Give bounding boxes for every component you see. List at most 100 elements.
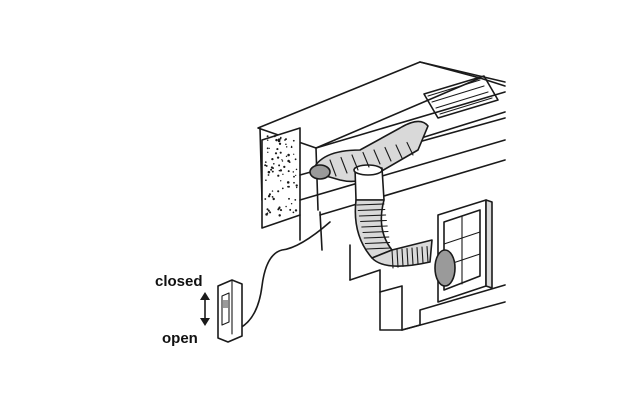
- up-down-arrow-icon: [200, 292, 210, 326]
- speckle-dot: [285, 205, 287, 208]
- speckle-dot: [277, 174, 280, 177]
- hose-rib: [395, 144, 403, 159]
- speckle-dot: [279, 169, 283, 172]
- speckle-dot: [279, 209, 283, 212]
- hose-rib: [416, 246, 419, 265]
- speckle-dot: [295, 174, 297, 177]
- speckle-dot: [271, 190, 274, 192]
- speckle-dot: [271, 170, 274, 173]
- speckle-dot: [276, 156, 280, 159]
- speckle-dot: [294, 199, 297, 201]
- speckle-dot: [264, 161, 267, 163]
- speckle-dot: [281, 187, 284, 190]
- wall-vent-grille[interactable]: [434, 199, 493, 303]
- hose-rib: [363, 236, 390, 239]
- speckle-dot: [290, 203, 293, 205]
- speckle-dot: [285, 143, 287, 145]
- speckle-dot: [264, 164, 267, 167]
- speckle-dot: [268, 147, 270, 149]
- speckle-dot: [268, 193, 271, 196]
- speckle-dot: [295, 168, 298, 171]
- speckle-dot: [267, 170, 271, 174]
- speckle-dot: [269, 211, 272, 214]
- hose-rib: [411, 247, 414, 266]
- hose-rib: [357, 208, 386, 212]
- hose-rib: [384, 146, 392, 162]
- hose-rib: [361, 225, 388, 228]
- speckle-dot: [270, 168, 273, 171]
- label-open: open: [162, 330, 198, 347]
- speckle-dot: [292, 211, 295, 214]
- speckle-dot: [271, 166, 273, 168]
- speckle-dot: [285, 146, 288, 148]
- speckle-dot: [267, 151, 269, 153]
- hose-rib: [366, 247, 391, 250]
- speckle-dot: [295, 184, 298, 187]
- speckle-dot: [287, 159, 290, 163]
- speckle-dot: [276, 148, 279, 151]
- speckle-dot: [288, 197, 290, 200]
- speckle-dot: [265, 164, 268, 167]
- control-cable: [239, 221, 331, 329]
- wall-switch[interactable]: [217, 279, 243, 343]
- flexible-hose: [309, 120, 433, 269]
- speckle-dot: [287, 185, 289, 188]
- speckle-dot: [271, 195, 274, 198]
- speckle-dot: [272, 197, 275, 201]
- speckle-dot: [293, 153, 295, 155]
- speckle-dot: [278, 164, 281, 167]
- speckle-dot: [274, 135, 277, 137]
- hose-rib: [362, 230, 389, 234]
- speckle-dot: [293, 175, 295, 178]
- hose-rib: [364, 241, 391, 245]
- speckle-dot: [295, 186, 298, 189]
- speckle-dot: [286, 181, 290, 184]
- hose-rib: [358, 214, 387, 217]
- speckle-dot: [282, 173, 284, 176]
- hose-rib: [406, 247, 409, 267]
- hose-rib: [356, 203, 385, 206]
- hose-rib: [396, 248, 399, 268]
- speckle-dot: [294, 158, 297, 161]
- hose-rib: [351, 154, 359, 171]
- speckle-dot: [287, 153, 290, 157]
- hose-rib: [426, 245, 429, 263]
- speckle-dot: [266, 135, 269, 138]
- speckle-dot: [294, 209, 298, 212]
- speckle-dot: [287, 170, 290, 173]
- speckle-dot: [283, 165, 286, 169]
- speckle-dot: [274, 152, 278, 155]
- speckle-dot: [292, 171, 295, 173]
- speckle-dot: [277, 190, 280, 193]
- speckle-dot: [272, 167, 274, 170]
- hose-rib: [421, 246, 424, 264]
- hose-rib: [391, 249, 394, 269]
- speckle-dot: [267, 209, 270, 212]
- hose-rib: [360, 219, 387, 223]
- hose-rib: [362, 151, 370, 168]
- speckle-dot: [277, 138, 281, 141]
- speckle-dot: [289, 208, 292, 211]
- speckle-dot: [292, 139, 295, 142]
- speckle-dot: [265, 179, 267, 181]
- hose-rib: [329, 159, 337, 177]
- speckle-dot: [284, 139, 286, 141]
- speckle-dot: [266, 139, 269, 141]
- hose-rib: [373, 149, 381, 165]
- speckle-dot: [280, 180, 282, 182]
- speckle-dot: [278, 142, 282, 145]
- speckle-dot: [275, 138, 278, 142]
- speckle-dot: [266, 212, 269, 214]
- hose-rib: [340, 156, 348, 174]
- speckle-dot: [271, 157, 274, 161]
- insulation-speckles: [264, 135, 298, 217]
- label-closed: closed: [155, 273, 203, 290]
- speckle-dot: [267, 195, 271, 198]
- speckle-dot: [266, 147, 269, 150]
- speckle-dot: [281, 159, 283, 161]
- speckle-dot: [278, 214, 281, 217]
- speckle-dot: [278, 169, 281, 172]
- speckle-dot: [285, 155, 288, 158]
- hose-rib: [406, 141, 414, 156]
- speckle-dot: [267, 174, 270, 176]
